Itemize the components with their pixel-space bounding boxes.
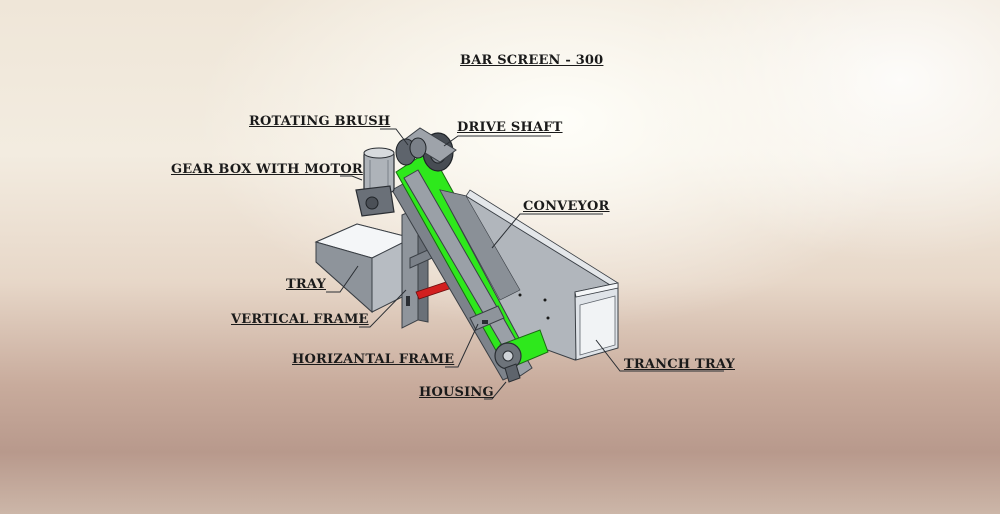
- label-tranch-tray: TRANCH TRAY: [624, 357, 735, 372]
- label-conveyor: CONVEYOR: [523, 199, 610, 214]
- horizontal-frame: [469, 305, 505, 331]
- housing: [494, 342, 522, 383]
- label-horizontal-frame: HORIZANTAL FRAME: [292, 352, 455, 367]
- leader-lines: [326, 128, 724, 400]
- gear-box-with-motor: [355, 147, 395, 217]
- label-gear-box-with-motor: GEAR BOX WITH MOTOR: [171, 162, 363, 177]
- label-housing: HOUSING: [419, 385, 494, 400]
- label-tray: TRAY: [286, 277, 326, 292]
- label-rotating-brush: ROTATING BRUSH: [249, 114, 391, 129]
- tranch-tray: [574, 282, 619, 361]
- rotating-brush: [395, 137, 427, 166]
- label-vertical-frame: VERTICAL FRAME: [231, 312, 369, 327]
- diagram-title: BAR SCREEN - 300: [460, 53, 604, 68]
- drive-shaft: [403, 127, 457, 172]
- label-drive-shaft: DRIVE SHAFT: [457, 120, 563, 135]
